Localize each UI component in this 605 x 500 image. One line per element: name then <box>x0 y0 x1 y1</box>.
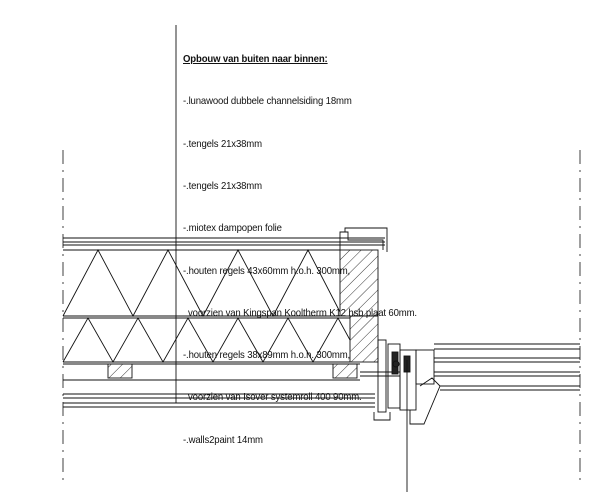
stud-block-lower <box>349 315 379 363</box>
annotation-line: voorzien van Isover systemroll 400 90mm. <box>183 392 362 404</box>
annotation-line: -.tengels 21x38mm <box>183 181 262 193</box>
insulation-lower <box>62 317 351 363</box>
annotation-line: -.miotex dampopen folie <box>183 223 282 235</box>
glazing <box>434 343 580 391</box>
insulation-upper <box>62 249 341 317</box>
annotation-line: -.lunawood dubbele channelsiding 18mm <box>183 96 352 108</box>
annotation-line: -.walls2paint 14mm <box>183 434 263 446</box>
stud-block-upper <box>339 249 379 317</box>
layer-annotation: Opbouw van buiten naar binnen: -.lunawoo… <box>183 25 417 476</box>
annotation-line: -.tengels 21x38mm <box>183 138 262 150</box>
batten-left <box>107 363 133 379</box>
annotation-line: -.houten regels 43x60mm h.o.h. 300mm, <box>183 265 351 277</box>
interior-finish <box>63 363 375 408</box>
annotation-title: Opbouw van buiten naar binnen: <box>183 54 328 66</box>
annotation-line: voorzien van Kingspan Kooltherm K12 hsb … <box>183 307 417 319</box>
annotation-line: -.houten regels 38x89mm h.o.h. 300mm, <box>183 350 351 362</box>
